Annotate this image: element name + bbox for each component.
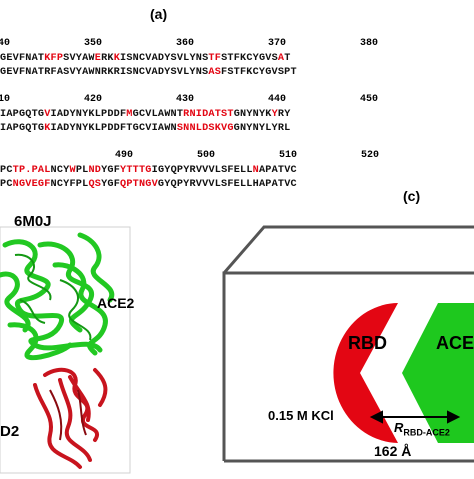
- conserved-residues: SVYAW: [63, 53, 95, 64]
- simulation-box: [222, 225, 474, 463]
- variant-residues: ND: [88, 165, 102, 176]
- variant-residues: E: [94, 53, 102, 64]
- residue-number: 420: [84, 94, 103, 105]
- conserved-residues: RY: [277, 109, 291, 120]
- variant-residues: TP.PAL: [12, 165, 51, 176]
- residue-number: 370: [268, 38, 287, 49]
- variant-residues: K: [44, 123, 51, 134]
- residue-number: 340: [0, 38, 11, 49]
- variant-residues: YTTTG: [120, 165, 152, 176]
- residue-number: 430: [176, 94, 195, 105]
- sequence-alignment: 340350360370380GEVFNATKFPSVYAWERKKISNCVA…: [0, 0, 474, 200]
- conserved-residues: PC: [0, 165, 13, 176]
- conserved-residues: T: [290, 67, 297, 78]
- conserved-residues: STFKCYGVS: [221, 53, 278, 64]
- conserved-residues: GEVFNATRFASVYAWNRKRISNCVADYSVLYN: [0, 67, 203, 78]
- conserved-residues: GNYNYLYRL: [233, 123, 291, 134]
- conserved-residues: YGF: [101, 179, 121, 190]
- conserved-residues: P: [284, 67, 291, 78]
- conserved-residues: APATVC: [258, 165, 297, 176]
- residue-number: 410: [0, 94, 11, 105]
- salt-concentration-label: 0.15 M KCl: [268, 408, 334, 423]
- ace2-shape-label: ACE: [436, 333, 474, 353]
- variant-residues: W: [69, 165, 76, 176]
- schematic-panel: RBD ACE 0.15 M KCl RRBD-ACE2 162 Å: [190, 205, 474, 474]
- residue-number: 510: [279, 150, 298, 161]
- conserved-residues: GCVIAWN: [132, 123, 177, 134]
- panel-a-label: (a): [150, 6, 168, 22]
- conserved-residues: S: [202, 67, 209, 78]
- conserved-residues: IADYNYKLPDDF: [50, 123, 127, 134]
- sequence-row: PCTP.PALNCYWPLNDYGFYTTTGIGYQPYRVVVLSFELL…: [0, 165, 297, 176]
- rbd-shape-label: RBD: [348, 333, 387, 353]
- residue-number: 500: [197, 150, 216, 161]
- residue-number: 350: [84, 38, 103, 49]
- residue-number: 360: [176, 38, 195, 49]
- distance-label: RRBD-ACE2: [394, 420, 450, 438]
- ace2-ribbon: [0, 232, 115, 361]
- conserved-residues: GNYNYK: [233, 109, 272, 120]
- sequence-row: IAPGQTGVIADYNYKLPDDFMGCVLAWNTRNIDATSTGNY…: [0, 109, 291, 120]
- residue-number: 490: [115, 150, 134, 161]
- conserved-residues: PL: [75, 179, 89, 190]
- variant-residues: QPTNGV: [120, 179, 158, 190]
- conserved-residues: GCVLAWN: [132, 109, 177, 120]
- protein-structure-image: [0, 226, 131, 474]
- ace2-shape: [402, 303, 474, 443]
- conserved-residues: IADYNYKLPDDF: [50, 109, 127, 120]
- ace2-ribbon-dark: [14, 253, 92, 341]
- variant-residues: QS: [88, 179, 102, 190]
- simulation-box-diagram: [222, 225, 474, 463]
- variant-residues: NGVEGF: [12, 179, 51, 190]
- rbd-ribbon-dark: [49, 389, 87, 441]
- residue-number: 450: [360, 94, 379, 105]
- distance-value: 162 Å: [374, 443, 412, 459]
- conserved-residues: GEVFNAT: [0, 53, 45, 64]
- rbd-shape: [333, 303, 398, 443]
- conserved-residues: PL: [75, 165, 89, 176]
- conserved-residues: T: [126, 123, 133, 134]
- conserved-residues: YGF: [101, 165, 121, 176]
- sequence-row: PCNGVEGFNCYFPLQSYGFQPTNGVGYQPYRVVVLSFELL…: [0, 179, 297, 190]
- sequence-row: GEVFNATRFASVYAWNRKRISNCVADYSVLYNSASFSTFK…: [0, 67, 297, 78]
- conserved-residues: FSTFKCYGVS: [221, 67, 285, 78]
- conserved-residues: IAPGQTG: [0, 109, 45, 120]
- variant-residues: AS: [208, 67, 222, 78]
- sequence-row: GEVFNATKFPSVYAWERKKISNCVADYSVLYNSTFSTFKC…: [0, 53, 291, 64]
- variant-residues: SNNLDSKVG: [176, 123, 234, 134]
- rbd-ribbon: [33, 367, 108, 469]
- conserved-residues: T: [176, 109, 184, 120]
- conserved-residues: T: [284, 53, 291, 64]
- conserved-residues: IAPGQTG: [0, 123, 45, 134]
- variant-residues: Y: [271, 109, 278, 120]
- residue-number: 380: [360, 38, 379, 49]
- variant-residues: KFP: [44, 53, 64, 64]
- variant-residues: K: [113, 53, 121, 64]
- panel-c-label: (c): [403, 188, 421, 204]
- ace2-structure-label: ACE2: [97, 295, 135, 311]
- variant-residues: M: [126, 109, 133, 120]
- conserved-residues: IGYQPYRVVVLSFELL: [151, 165, 253, 176]
- distance-arrow: [369, 410, 461, 424]
- rbd-structure-label: D2: [0, 423, 20, 440]
- conserved-residues: GYQPYRVVVLSFELLHAPATVC: [157, 179, 297, 190]
- sequence-row: IAPGQTGKIADYNYKLPDDFTGCVIAWNSNNLDSKVGGNY…: [0, 123, 290, 134]
- residue-number: 520: [361, 150, 380, 161]
- conserved-residues: PC: [0, 179, 13, 190]
- pdb-id-label: 6M0J: [14, 213, 52, 230]
- variant-residues: V: [44, 109, 51, 120]
- conserved-residues: NCYF: [50, 179, 76, 190]
- conserved-residues: NCY: [50, 165, 70, 176]
- residue-number: 440: [268, 94, 287, 105]
- variant-residues: NIDATST: [189, 109, 234, 120]
- variant-residues: R: [183, 109, 190, 120]
- structure-panel: 6M0J ACE2 D2: [0, 205, 140, 474]
- conserved-residues: RK: [101, 53, 114, 64]
- variant-residues: A: [277, 53, 285, 64]
- conserved-residues: ISNCVADYSVLYNS: [120, 53, 209, 64]
- variant-residues: TF: [208, 53, 222, 64]
- variant-residues: N: [252, 165, 259, 176]
